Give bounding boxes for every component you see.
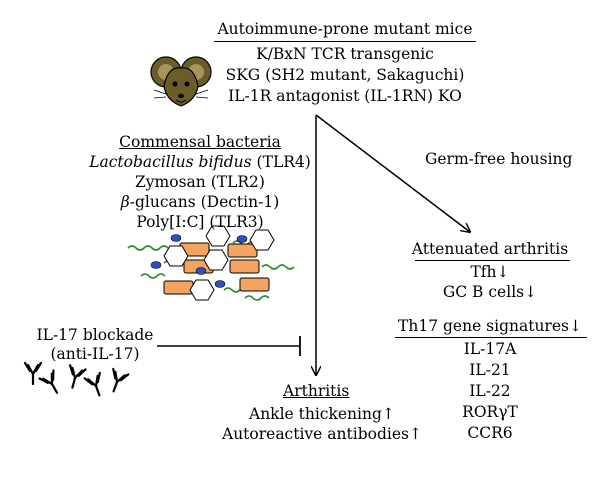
bacteria-item: Zymosan (TLR2) xyxy=(135,173,265,191)
bacteria-title: Commensal bacteria xyxy=(119,133,281,151)
mice-divider xyxy=(214,41,476,42)
bacteria-item: β-glucans (Dectin-1) xyxy=(120,193,280,211)
mice-item: IL-1R antagonist (IL-1RN) KO xyxy=(228,87,462,105)
arthritis-title: Arthritis xyxy=(283,382,350,400)
bacteria-cluster-icon xyxy=(127,225,295,301)
blockade-label: IL-17 blockade xyxy=(36,326,154,344)
th17-gene: CCR6 xyxy=(467,424,513,442)
bacteria-item: Poly[I:C] (TLR3) xyxy=(136,213,264,231)
th17-title: Th17 gene signatures↓ xyxy=(398,317,582,335)
attenuated-title: Attenuated arthritis xyxy=(411,240,569,258)
mice-item: K/BxN TCR transgenic xyxy=(256,45,434,63)
th17-gene: RORγT xyxy=(462,403,518,421)
mice-title: Autoimmune-prone mutant mice xyxy=(217,20,473,38)
arthritis-item: Ankle thickening↑ xyxy=(249,405,395,423)
mice-item: SKG (SH2 mutant, Sakaguchi) xyxy=(225,66,465,84)
th17-gene: IL-22 xyxy=(469,382,511,400)
th17-gene: IL-21 xyxy=(469,361,511,379)
th17-gene: IL-17A xyxy=(463,340,517,358)
blockade-sublabel: (anti-IL-17) xyxy=(50,345,140,363)
attenuated-item: GC B cells↓ xyxy=(442,283,538,301)
germfree-label: Germ-free housing xyxy=(425,150,573,168)
arrow-to-attenuated xyxy=(315,114,470,232)
attenuated-item: Tfh↓ xyxy=(470,263,510,281)
th17-divider xyxy=(395,337,587,338)
bacteria-item: Lactobacillus bifidus (TLR4) xyxy=(89,153,311,171)
arthritis-item: Autoreactive antibodies↑ xyxy=(222,425,422,443)
inhibition-line xyxy=(157,336,301,356)
antibody-icon xyxy=(23,361,130,397)
attenuated-divider xyxy=(415,260,570,261)
mouse-icon xyxy=(150,56,212,107)
